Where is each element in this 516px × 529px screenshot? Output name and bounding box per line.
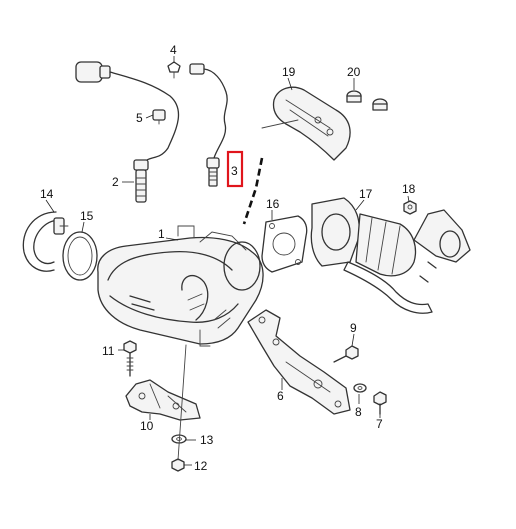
part-19-heat-shield[interactable] <box>272 86 351 161</box>
part-16-flange-gasket[interactable] <box>261 215 308 273</box>
part-4-clip[interactable] <box>167 61 181 79</box>
part-18-nut[interactable] <box>403 200 417 215</box>
part-11-bolt[interactable] <box>123 340 137 377</box>
leader-17 <box>355 199 365 211</box>
part-12-nut[interactable] <box>171 458 185 472</box>
leader-5 <box>145 114 154 119</box>
leader-15 <box>81 221 85 233</box>
part-5-cable-clip[interactable] <box>152 109 166 125</box>
leader-14 <box>45 199 55 213</box>
callout-3[interactable]: 3 <box>231 164 238 178</box>
callout-17[interactable]: 17 <box>359 187 373 201</box>
part-14-v-band-clamp[interactable] <box>22 211 69 272</box>
part-7-bolt[interactable] <box>373 391 387 415</box>
callout-4[interactable]: 4 <box>170 43 177 57</box>
part-20-spacer[interactable] <box>346 90 388 111</box>
callout-7[interactable]: 7 <box>376 417 383 431</box>
callout-2[interactable]: 2 <box>112 175 119 189</box>
part-9-bolt[interactable] <box>333 345 359 363</box>
callout-14[interactable]: 14 <box>40 187 54 201</box>
part-10-lower-bracket[interactable] <box>125 379 201 421</box>
callout-3-highlight <box>226 150 244 188</box>
part-17-exhaust-pipe[interactable] <box>310 197 471 314</box>
assembly-dashed-line <box>242 157 264 225</box>
part-8-washer[interactable] <box>353 383 367 393</box>
callout-13[interactable]: 13 <box>200 433 214 447</box>
leader-9 <box>351 333 355 347</box>
callout-10[interactable]: 10 <box>140 419 154 433</box>
part-3-oxygen-sensor-rear[interactable] <box>189 63 228 187</box>
leader-19 <box>287 77 293 91</box>
assembly-line-lower <box>177 344 187 461</box>
callout-18[interactable]: 18 <box>402 182 416 196</box>
callout-8[interactable]: 8 <box>355 405 362 419</box>
callout-11[interactable]: 11 <box>102 344 115 358</box>
callout-12[interactable]: 12 <box>194 459 208 473</box>
callout-16[interactable]: 16 <box>266 197 280 211</box>
part-1-catalytic-converter[interactable] <box>97 225 264 347</box>
callout-5[interactable]: 5 <box>136 111 143 125</box>
callout-15[interactable]: 15 <box>80 209 94 223</box>
callout-6[interactable]: 6 <box>277 389 284 403</box>
part-6-bracket[interactable] <box>247 309 351 415</box>
leader-18 <box>407 195 410 203</box>
callout-19[interactable]: 19 <box>282 65 296 79</box>
part-2-oxygen-sensor-front[interactable] <box>75 61 180 203</box>
part-15-gasket-ring[interactable] <box>62 231 98 281</box>
callout-20[interactable]: 20 <box>347 65 361 79</box>
callout-1[interactable]: 1 <box>158 227 165 241</box>
leader-1 <box>165 237 179 241</box>
callout-9[interactable]: 9 <box>350 321 357 335</box>
assembly-line-19 <box>261 119 299 129</box>
